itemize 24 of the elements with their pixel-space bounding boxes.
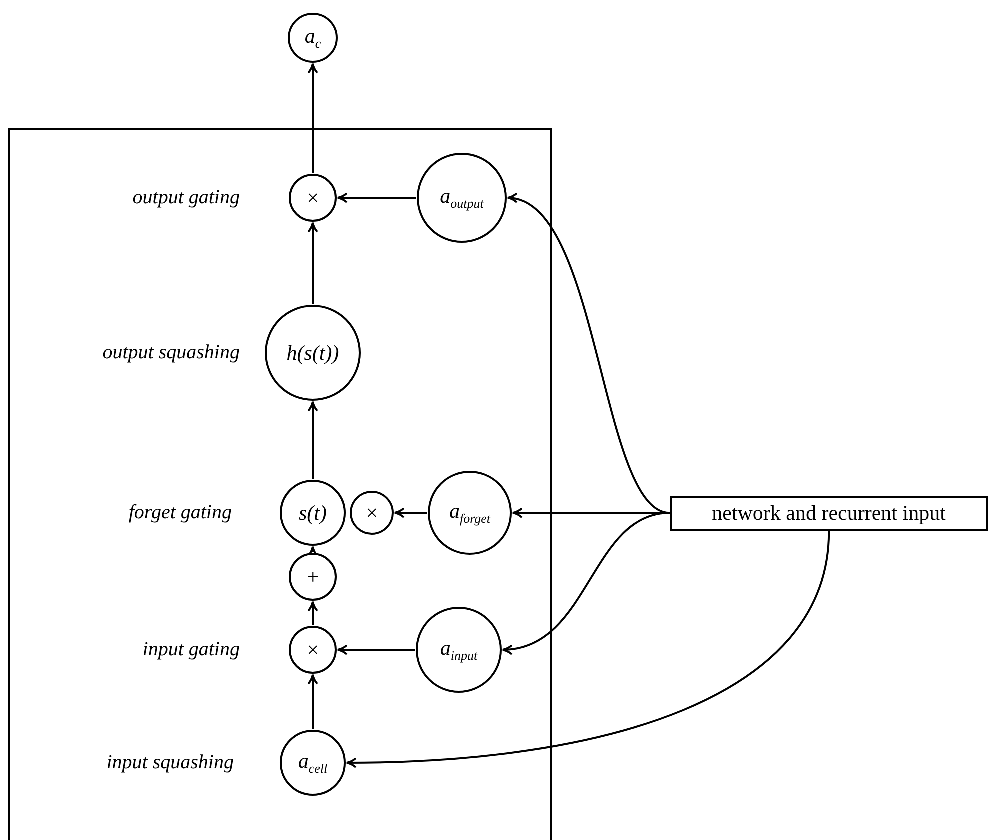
circle-node	[289, 553, 337, 601]
node-label: ×	[364, 500, 380, 526]
node-label: s(t)	[299, 500, 327, 526]
node-label: network and recurrent input	[712, 501, 946, 526]
node-label: a$_{forget}$	[449, 498, 491, 528]
node-label: h(s(t))	[286, 340, 340, 366]
stage-label: output gating	[132, 186, 240, 210]
stage-label: forget gating	[128, 502, 232, 524]
circle-node	[288, 13, 338, 63]
stage-label: output squashing	[102, 342, 240, 364]
node-label: +	[306, 564, 320, 590]
stage-label: input squashing	[106, 752, 234, 774]
node-label: ×	[306, 186, 320, 210]
input-box	[670, 496, 988, 531]
node-label: a$_{cell}$	[298, 748, 328, 778]
node-label: a$_{input}$	[440, 636, 478, 664]
circle-node	[289, 626, 337, 674]
cell-box	[8, 128, 552, 840]
node-label: a$_{output}$	[440, 184, 484, 212]
stage-label: input gating	[142, 638, 240, 662]
node-label: ×	[306, 638, 320, 662]
circle-node	[350, 491, 394, 535]
circle-node	[289, 174, 337, 222]
node-label: a$_{c}$	[304, 24, 322, 52]
